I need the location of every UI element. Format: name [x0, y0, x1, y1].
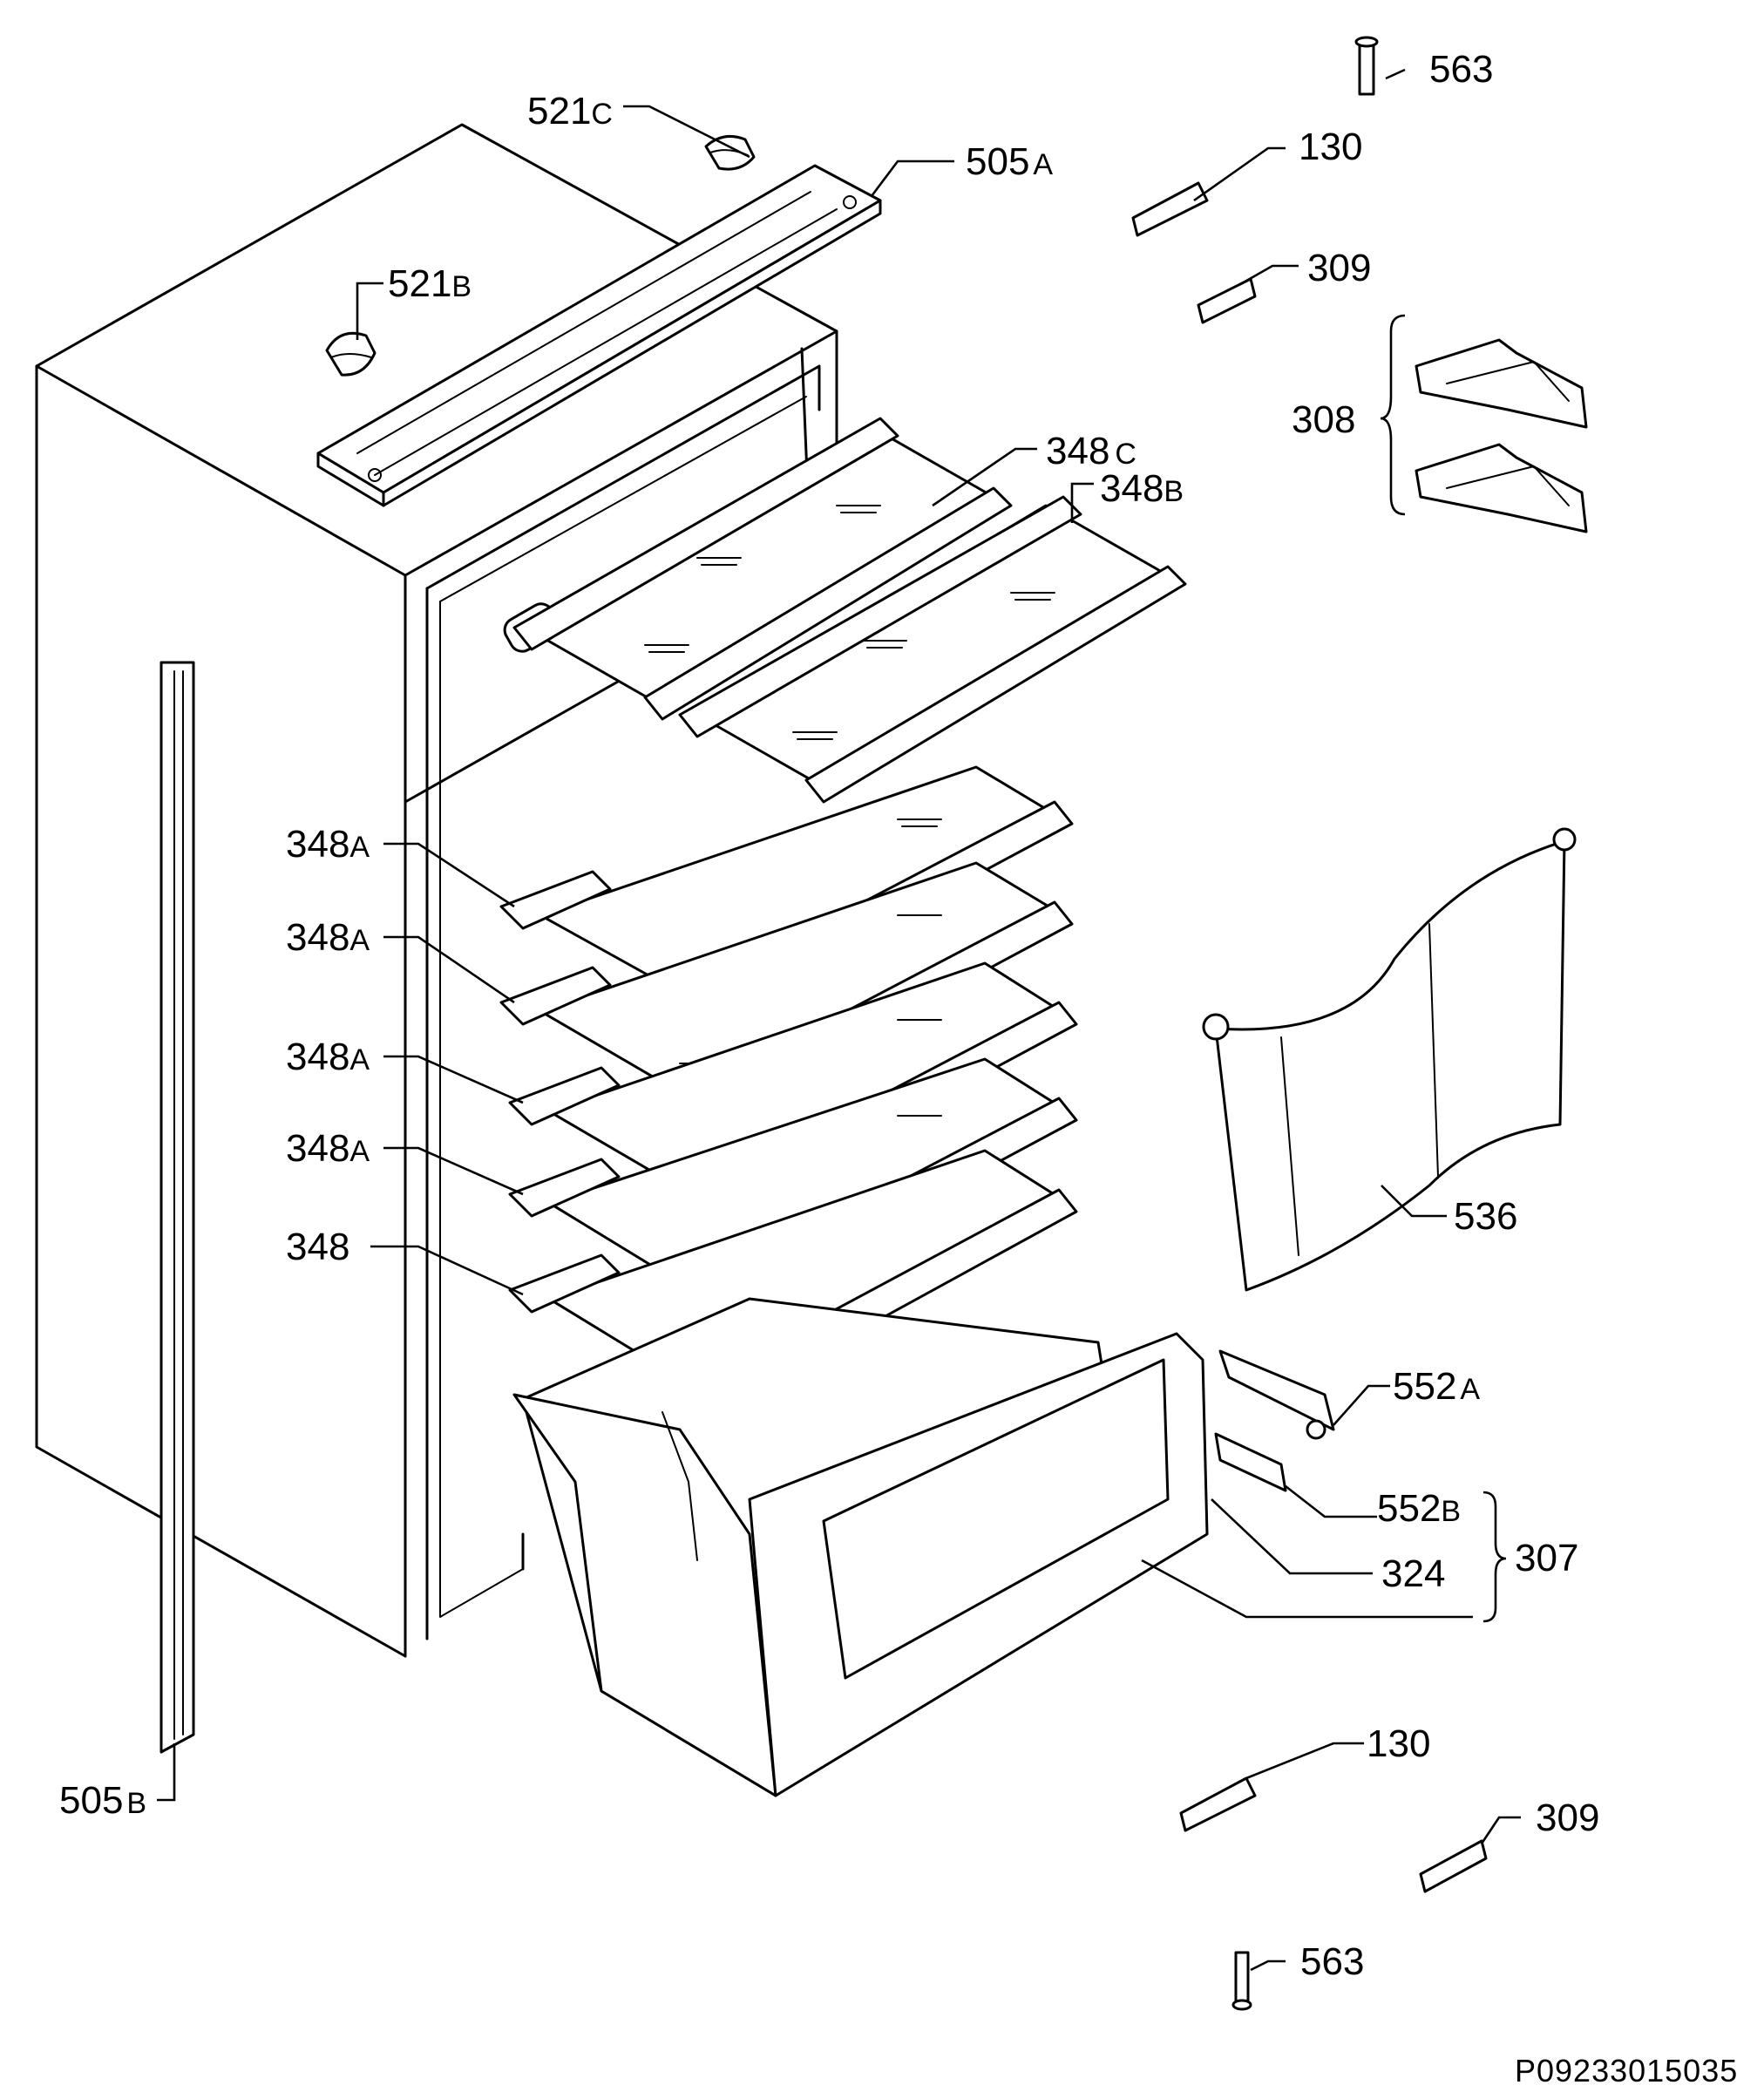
bracket-307	[1482, 1491, 1507, 1623]
bracket-308	[1380, 314, 1406, 516]
plate-309-top	[1197, 277, 1257, 324]
document-code: P09233015035	[1515, 2053, 1738, 2089]
shelf-348c	[503, 417, 1013, 721]
cabinet-body	[35, 123, 838, 1658]
label-521b: 521B	[388, 262, 472, 305]
label-324: 324	[1381, 1552, 1445, 1595]
plate-309-bottom	[1419, 1839, 1488, 1893]
slide-552b	[1214, 1432, 1287, 1492]
label-552b: 552B	[1377, 1487, 1461, 1530]
label-348: 348	[286, 1226, 349, 1268]
label-536: 536	[1454, 1195, 1517, 1238]
label-348a-2: 348A	[286, 916, 370, 959]
label-521c: 521C	[527, 90, 613, 132]
pin-563-top	[1354, 36, 1379, 96]
label-130-top: 130	[1299, 126, 1362, 168]
cap-521c	[704, 134, 756, 171]
label-348a-1: 348A	[286, 823, 370, 866]
cap-521b	[325, 331, 377, 377]
label-309-bottom: 309	[1536, 1797, 1599, 1839]
pin-563-bottom	[1231, 1951, 1252, 2011]
hinge-set-308	[1415, 338, 1588, 533]
label-348a-3: 348A	[286, 1036, 370, 1078]
hinge-cover-130-top	[1131, 181, 1209, 237]
slide-552a	[1218, 1349, 1335, 1440]
top-trim-505a	[316, 164, 882, 507]
shelf-348b	[678, 495, 1187, 804]
label-307: 307	[1515, 1537, 1578, 1579]
hinge-cover-130-bottom	[1179, 1776, 1257, 1832]
label-309-top: 309	[1307, 247, 1371, 289]
label-563-top: 563	[1429, 48, 1493, 91]
crisper-drawer-324	[512, 1297, 1209, 1797]
door-shelf-536	[1202, 827, 1577, 1292]
label-348a-4: 348A	[286, 1127, 370, 1170]
label-348b: 348B	[1100, 467, 1184, 510]
label-308: 308	[1292, 398, 1355, 441]
label-563-bottom: 563	[1300, 1940, 1364, 1983]
label-130-bottom: 130	[1367, 1722, 1430, 1765]
leader-lines	[157, 68, 1521, 1972]
seal-strip-505b	[159, 661, 195, 1754]
